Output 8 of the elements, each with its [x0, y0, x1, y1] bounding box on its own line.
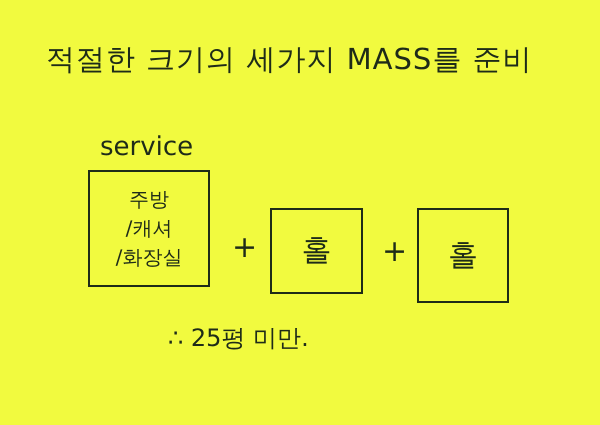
room-label: 주방 /캐셔 /화장실	[114, 186, 184, 271]
note: ∴ 25평 미만.	[168, 323, 309, 354]
room-label: 홀	[447, 236, 479, 275]
section-heading: service	[100, 132, 194, 162]
room-label: 홀	[300, 232, 332, 270]
plus-sign: +	[232, 230, 258, 265]
title: 적절한 크기의 세가지 MASS를 준비	[46, 41, 533, 78]
plus-sign: +	[382, 234, 408, 269]
